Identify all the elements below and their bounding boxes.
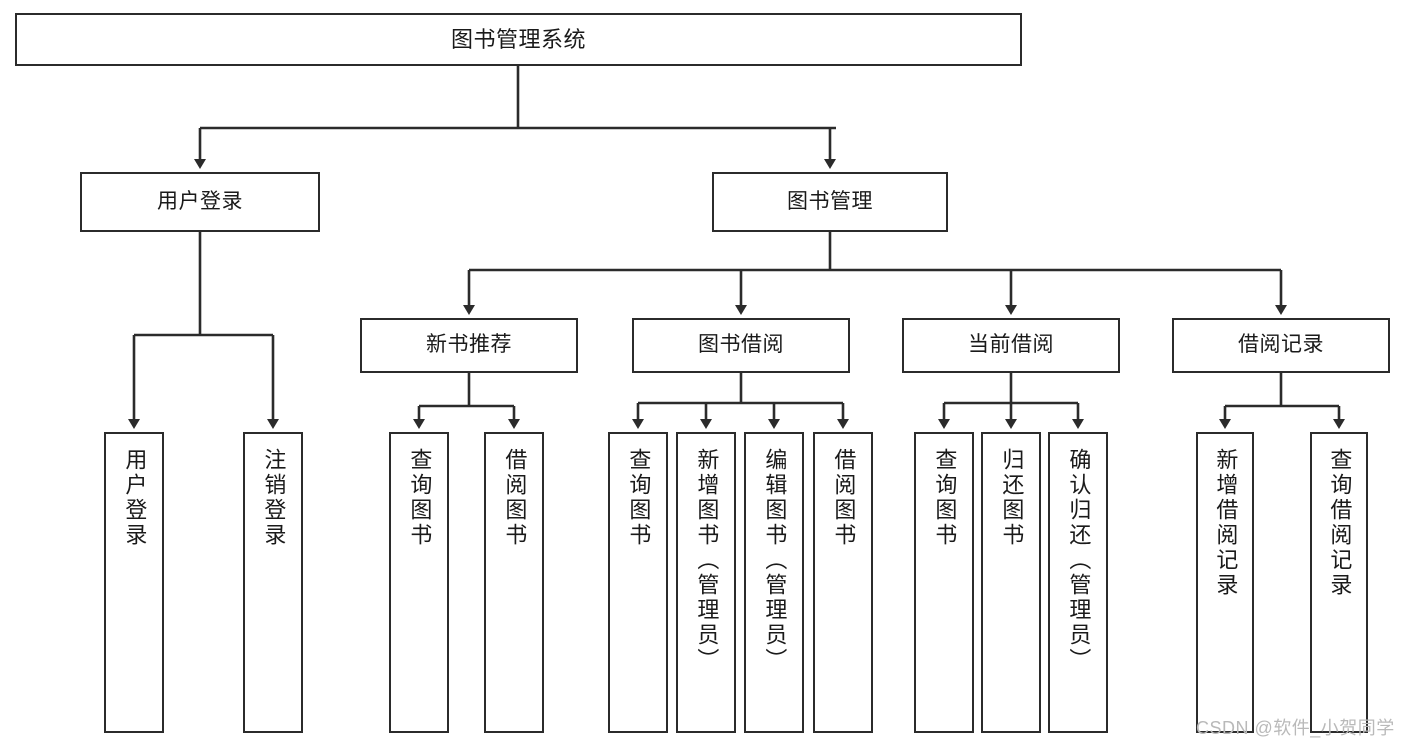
node-leaf-borrow-lend-book[interactable]: 借阅图书: [813, 432, 873, 733]
node-book-borrow[interactable]: 图书借阅: [632, 318, 850, 373]
node-leaf-user-login[interactable]: 用户登录: [104, 432, 164, 733]
node-current-borrow-label: 当前借阅: [968, 333, 1054, 357]
node-leaf-cur-query-book[interactable]: 查询图书: [914, 432, 974, 733]
node-leaf-rec-query-record[interactable]: 查询借阅记录: [1310, 432, 1368, 733]
node-leaf-borrow-query-book-label: 查询图书: [626, 448, 652, 548]
node-leaf-borrow-edit-book[interactable]: 编辑图书（管理员）: [744, 432, 804, 733]
csdn-watermark: CSDN @软件_小贺同学: [1196, 718, 1395, 738]
node-leaf-borrow-edit-book-label: 编辑图书（管理员）: [762, 448, 788, 673]
node-leaf-rec-query-book-label: 查询图书: [407, 448, 433, 548]
node-leaf-rec-borrow-book-label: 借阅图书: [502, 448, 528, 548]
node-borrow-record[interactable]: 借阅记录: [1172, 318, 1390, 373]
node-root[interactable]: 图书管理系统: [15, 13, 1022, 66]
node-leaf-rec-add-record[interactable]: 新增借阅记录: [1196, 432, 1254, 733]
node-book-manage[interactable]: 图书管理: [712, 172, 948, 232]
node-book-borrow-label: 图书借阅: [698, 333, 784, 357]
node-new-book-rec[interactable]: 新书推荐: [360, 318, 578, 373]
node-leaf-user-logout[interactable]: 注销登录: [243, 432, 303, 733]
node-leaf-cur-confirm-return-label: 确认归还（管理员）: [1066, 448, 1092, 673]
node-leaf-cur-return-book[interactable]: 归还图书: [981, 432, 1041, 733]
node-leaf-borrow-add-book[interactable]: 新增图书（管理员）: [676, 432, 736, 733]
node-leaf-cur-return-book-label: 归还图书: [999, 448, 1025, 548]
node-leaf-borrow-add-book-label: 新增图书（管理员）: [694, 448, 720, 673]
node-leaf-rec-query-record-label: 查询借阅记录: [1327, 448, 1353, 598]
node-leaf-cur-confirm-return[interactable]: 确认归还（管理员）: [1048, 432, 1108, 733]
node-leaf-user-login-label: 用户登录: [122, 448, 148, 548]
node-leaf-borrow-query-book[interactable]: 查询图书: [608, 432, 668, 733]
node-new-book-rec-label: 新书推荐: [426, 333, 512, 357]
node-leaf-user-logout-label: 注销登录: [261, 448, 287, 548]
node-leaf-borrow-lend-book-label: 借阅图书: [831, 448, 857, 548]
node-user-login[interactable]: 用户登录: [80, 172, 320, 232]
node-leaf-rec-borrow-book[interactable]: 借阅图书: [484, 432, 544, 733]
node-user-login-label: 用户登录: [157, 189, 243, 213]
node-book-manage-label: 图书管理: [787, 189, 873, 213]
node-leaf-cur-query-book-label: 查询图书: [932, 448, 958, 548]
node-borrow-record-label: 借阅记录: [1238, 333, 1324, 357]
node-current-borrow[interactable]: 当前借阅: [902, 318, 1120, 373]
node-leaf-rec-add-record-label: 新增借阅记录: [1213, 448, 1239, 598]
node-root-label: 图书管理系统: [450, 26, 586, 52]
node-leaf-rec-query-book[interactable]: 查询图书: [389, 432, 449, 733]
